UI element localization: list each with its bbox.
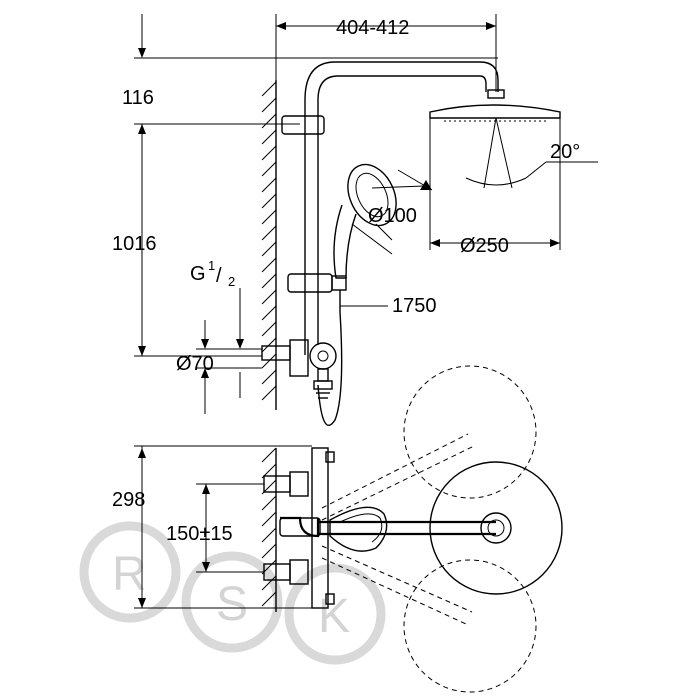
thread-fraction-numerator: 1	[208, 258, 215, 273]
angle-label: 20°	[550, 141, 580, 163]
thread-dimension: G 1 / 2	[190, 258, 244, 349]
vertical-dimensions-front: 116 1016	[112, 14, 498, 357]
wall-hatching-front	[261, 80, 277, 410]
depth-dimension: 298	[112, 445, 312, 609]
rotation-positions	[321, 365, 537, 693]
hose-length-dimension: 1750	[340, 295, 437, 317]
width-dimension: 404-412	[275, 14, 497, 92]
angle-indicator: 20°	[465, 117, 598, 189]
wall-bracket	[281, 115, 325, 135]
front-view: 20° Ø250 Ø100	[112, 14, 598, 426]
height-label: 1016	[112, 233, 157, 255]
watermark-letter-r: R	[112, 548, 147, 601]
hand-shower-dimension: Ø100	[351, 169, 433, 255]
watermark-letter-s: S	[216, 578, 248, 631]
connector-dimension: Ø70	[176, 320, 262, 414]
head-diameter-label: Ø250	[460, 235, 509, 257]
width-range-label: 404-412	[336, 17, 409, 39]
inlet-spacing-label: 150±15	[166, 523, 233, 545]
riser-pipe	[304, 61, 499, 355]
shower-head	[429, 89, 561, 122]
svg-text:/: /	[216, 265, 222, 287]
top-height-label: 116	[122, 87, 154, 109]
hand-shower	[333, 163, 397, 279]
rsk-watermark: R S K	[79, 521, 386, 665]
shower-arm-top	[279, 506, 496, 552]
head-diameter-dimension: Ø250	[429, 118, 561, 257]
inlet-spacing-dimension: 150±15	[166, 483, 264, 573]
shower-hose	[317, 311, 343, 426]
depth-label: 298	[112, 489, 145, 511]
connector-diameter-label: Ø70	[176, 353, 214, 375]
thermostat-mixer-front	[261, 339, 337, 399]
hose-length-label: 1750	[392, 295, 437, 317]
thread-label: G	[190, 263, 206, 285]
hand-shower-diameter-label: Ø100	[368, 205, 417, 227]
shower-slider	[287, 273, 347, 312]
top-view: 298 150±15	[112, 365, 563, 693]
shower-head-plan	[429, 461, 563, 595]
thread-fraction-denominator: 2	[228, 274, 235, 289]
